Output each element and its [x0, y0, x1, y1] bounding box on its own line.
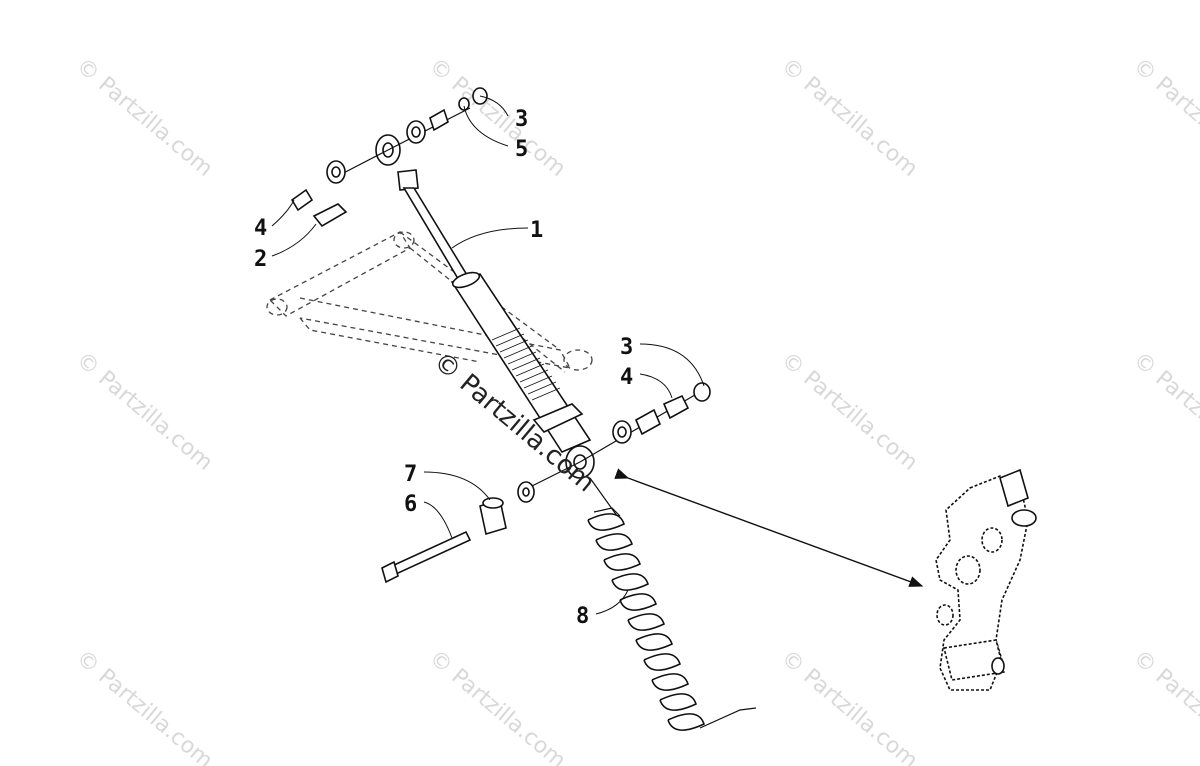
- callout-6: 6: [404, 492, 417, 517]
- spindle-knuckle: [935, 468, 1037, 691]
- callout-2: 2: [254, 247, 267, 272]
- watermark-grid: © Partzilla.com © Partzilla.com © Partzi…: [71, 53, 1200, 766]
- nut-3-lower: [693, 382, 711, 402]
- watermark: © Partzilla.com: [776, 53, 922, 181]
- callout-4-top: 4: [254, 216, 267, 241]
- threaded-section: [491, 327, 561, 401]
- bushing-2: [312, 203, 348, 228]
- lower-hardware: [381, 382, 711, 584]
- callout-8: 8: [576, 604, 589, 629]
- shock-absorber: [329, 107, 701, 521]
- watermark: © Partzilla.com: [1128, 53, 1200, 181]
- watermark: © Partzilla.com: [71, 645, 217, 766]
- callout-1: 1: [530, 218, 543, 243]
- callout-3-top: 3: [515, 107, 528, 132]
- bushing-4-lower: [662, 394, 690, 420]
- coil-spring: [587, 507, 757, 731]
- watermark: © Partzilla.com: [424, 645, 570, 766]
- callout-3-lower: 3: [620, 335, 633, 360]
- leader-lines: [271, 95, 705, 615]
- watermark: © Partzilla.com: [1128, 347, 1200, 475]
- a-arm-outline: [266, 231, 593, 373]
- watermark: © Partzilla.com: [776, 645, 922, 766]
- callout-5: 5: [515, 137, 528, 162]
- assembly-arrow: [614, 468, 924, 587]
- watermark: © Partzilla.com: [71, 347, 217, 475]
- bushing-4-top: [290, 188, 314, 212]
- watermark: © Partzilla.com: [776, 347, 922, 475]
- callouts: 3 5 1 4 2 3 4 7 6 8: [254, 107, 633, 629]
- bolt-6: [390, 530, 472, 576]
- callout-4-lower: 4: [620, 365, 633, 390]
- callout-7: 7: [404, 462, 417, 487]
- watermark: © Partzilla.com: [1128, 645, 1200, 766]
- watermark: © Partzilla.com: [71, 53, 217, 181]
